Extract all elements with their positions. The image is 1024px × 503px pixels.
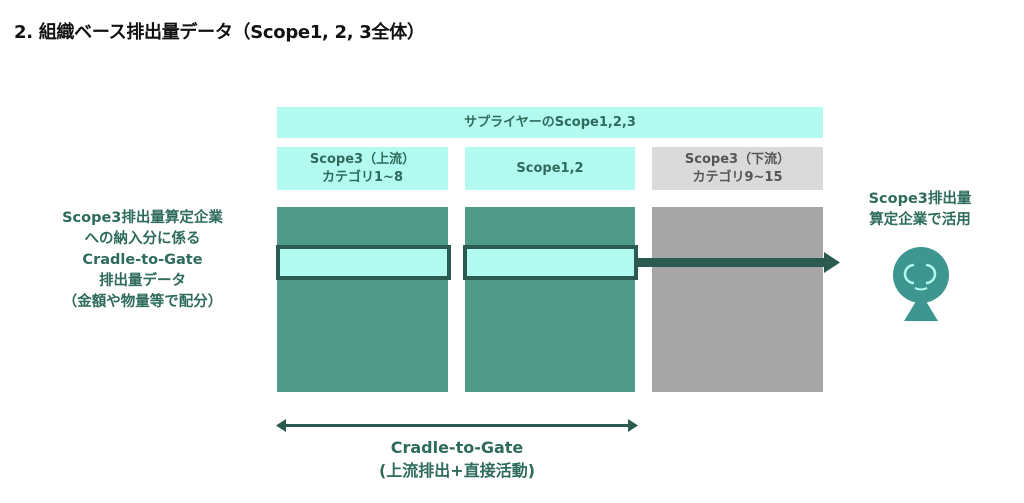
header-line1: Scope3（下流） [684,151,791,167]
left-label-line: Scope3排出量算定企業 [62,210,223,226]
double-arrow-icon [276,419,638,432]
header-line2: カテゴリ9~15 [692,169,783,185]
arrow-right-icon [636,252,840,273]
left-label: Scope3排出量算定企業 への納入分に係る Cradle-to-Gate 排出… [20,208,265,313]
right-label-line: Scope3排出量 [868,191,972,207]
header-scope3-downstream: Scope3（下流） カテゴリ9~15 [652,147,823,190]
left-label-line: 排出量データ [99,273,186,289]
header-line1: Scope3（上流） [309,151,416,167]
bottom-label-line: (上流排出+直接活動) [378,461,536,480]
header-line2: カテゴリ1~8 [322,169,403,185]
bottom-label-line: Cradle-to-Gate [390,438,524,457]
right-label-line: 算定企業で活用 [869,212,971,228]
page-title: 2. 組織ベース排出量データ（Scope1, 2, 3全体） [14,22,425,43]
column-scope3-upstream [277,207,448,392]
header-scope3-upstream: Scope3（上流） カテゴリ1~8 [277,147,448,190]
cradle-to-gate-highlight-upstream [276,245,451,280]
left-label-line: Cradle-to-Gate [82,252,203,268]
left-label-line: （金額や物量等で配分） [62,294,223,310]
header-line1: Scope1,2 [516,160,584,176]
header-scope12: Scope1,2 [465,147,635,190]
column-scope12 [465,207,635,392]
person-icon [893,247,949,321]
left-label-line: への納入分に係る [84,231,201,247]
cradle-to-gate-highlight-scope12 [463,245,638,280]
supplier-scope-band: サプライヤーのScope1,2,3 [277,107,823,138]
right-label: Scope3排出量 算定企業で活用 [845,189,995,231]
bottom-label: Cradle-to-Gate (上流排出+直接活動) [357,436,557,482]
column-scope3-downstream [652,207,823,392]
